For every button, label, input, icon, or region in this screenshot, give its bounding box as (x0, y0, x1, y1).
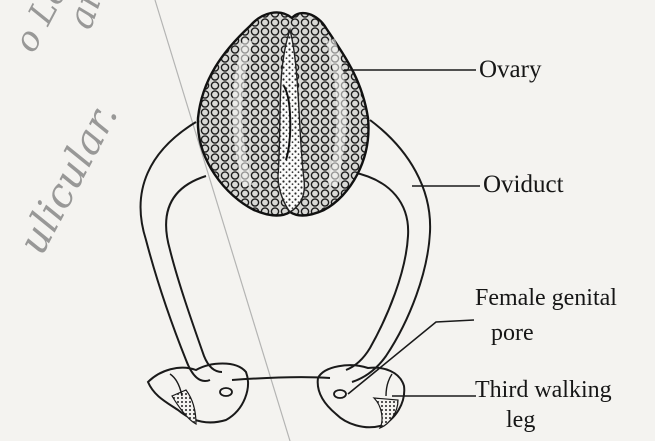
ovary-label: Ovary (479, 57, 541, 83)
oviduct-label: Oviduct (483, 172, 564, 198)
third-walking-leg-label-line1: Third walking (475, 377, 612, 403)
genital-pore-leader-line (348, 320, 474, 394)
left-walking-leg (148, 364, 248, 425)
right-walking-leg (318, 365, 405, 428)
third-walking-leg-label-line2: leg (506, 407, 535, 433)
right-genital-pore (334, 390, 346, 398)
left-genital-pore (220, 388, 232, 396)
female-genital-pore-label-line1: Female genital (475, 285, 617, 311)
female-genital-pore-label-line2: pore (491, 320, 534, 346)
ovary (198, 12, 369, 215)
